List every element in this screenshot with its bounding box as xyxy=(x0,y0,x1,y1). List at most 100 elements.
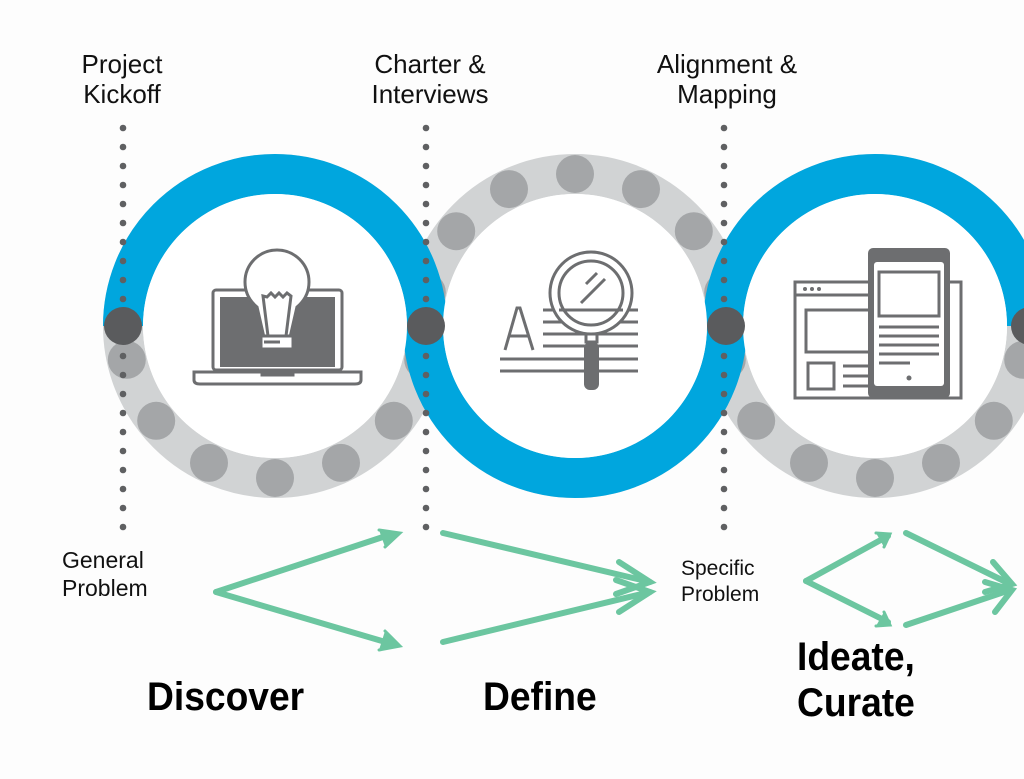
milestone-dot xyxy=(720,276,728,284)
node-3 xyxy=(707,307,745,345)
milestone-dot xyxy=(119,162,127,170)
arrow-curate-upper-head xyxy=(982,559,1018,595)
arrow-curate-lower-head xyxy=(982,579,1018,615)
ring-bead xyxy=(374,401,413,440)
arrow-define-upper-head xyxy=(613,559,657,597)
diverge-converge-arrows xyxy=(213,528,1018,652)
milestone-dot xyxy=(119,181,127,189)
milestone-dot xyxy=(119,409,127,417)
milestone-dot xyxy=(422,257,430,265)
milestone-dot xyxy=(720,238,728,246)
ring-bead xyxy=(322,443,360,482)
milestone-dot xyxy=(119,390,127,398)
responsive-devices-icon xyxy=(793,248,963,400)
milestone-dot xyxy=(422,409,430,417)
milestone-dot xyxy=(720,295,728,303)
milestone-dot xyxy=(720,371,728,379)
arrow-curate-lower xyxy=(903,587,1013,628)
arrow-ideate-lower xyxy=(803,578,891,625)
milestone-dot xyxy=(119,371,127,379)
milestone-label-kickoff: Project Kickoff xyxy=(81,49,163,109)
arrow-define-upper xyxy=(440,530,653,585)
ring-bead xyxy=(107,340,146,379)
milestone-dot xyxy=(422,523,430,531)
milestone-dot xyxy=(119,238,127,246)
milestone-dot xyxy=(720,143,728,151)
milestone-dot xyxy=(720,181,728,189)
milestone-dot xyxy=(422,219,430,227)
milestone-dot xyxy=(119,523,127,531)
milestone-dot xyxy=(422,447,430,455)
milestone-dot xyxy=(119,124,127,132)
ring-bead xyxy=(737,401,776,440)
milestone-dot xyxy=(422,162,430,170)
milestone-dot xyxy=(422,504,430,512)
milestone-dot xyxy=(119,257,127,265)
arrow-discover-upper xyxy=(213,531,395,595)
phase-define: Define xyxy=(483,675,597,719)
milestone-dot xyxy=(119,447,127,455)
ring-bead xyxy=(674,212,713,251)
milestone-dot xyxy=(422,143,430,151)
milestone-dot xyxy=(422,124,430,132)
arrow-curate-upper xyxy=(903,530,1013,587)
phase-discover: Discover xyxy=(147,675,305,719)
ring-bead xyxy=(1004,340,1024,379)
specific-problem-label: Specific Problem xyxy=(681,557,760,606)
milestone-label-charter: Charter & Interviews xyxy=(371,49,489,109)
milestone-dot xyxy=(720,466,728,474)
milestone-dot xyxy=(422,352,430,360)
milestone-dot xyxy=(119,504,127,512)
milestone-dot xyxy=(422,485,430,493)
ring-bead xyxy=(437,212,476,251)
ring-bead xyxy=(137,401,176,440)
arrow-discover-upper-head xyxy=(377,528,404,549)
milestone-dot xyxy=(720,390,728,398)
milestone-dot xyxy=(720,257,728,265)
milestone-dot xyxy=(720,485,728,493)
milestone-dot xyxy=(119,485,127,493)
milestone-dot xyxy=(422,181,430,189)
milestone-dot xyxy=(119,428,127,436)
ring-2-blue-bottom xyxy=(403,326,747,498)
milestone-dot xyxy=(119,276,127,284)
milestone-dot xyxy=(720,219,728,227)
milestone-dot xyxy=(720,504,728,512)
milestone-dot xyxy=(422,466,430,474)
milestone-dot xyxy=(720,409,728,417)
milestone-dot xyxy=(422,276,430,284)
milestone-dot xyxy=(119,352,127,360)
milestone-dot xyxy=(720,200,728,208)
node-2 xyxy=(407,307,445,345)
milestone-dot xyxy=(720,428,728,436)
milestone-dot xyxy=(119,295,127,303)
laptop-lightbulb-icon xyxy=(192,248,363,386)
ring-bead xyxy=(556,155,594,193)
ring-1-blue-top xyxy=(103,154,447,326)
arrow-ideate-upper xyxy=(803,533,891,584)
ring-bead xyxy=(490,170,528,209)
node-4 xyxy=(1011,307,1024,345)
milestone-dot xyxy=(422,295,430,303)
ring-bead xyxy=(974,401,1013,440)
milestone-dot xyxy=(119,143,127,151)
arrow-define-lower-head xyxy=(613,577,657,615)
ring-bead xyxy=(922,443,960,482)
milestone-dot xyxy=(720,162,728,170)
node-1 xyxy=(104,307,142,345)
milestone-dot xyxy=(720,352,728,360)
ring-bead xyxy=(622,170,660,209)
arrow-discover-lower xyxy=(213,589,395,647)
milestone-dot xyxy=(720,447,728,455)
milestone-dot xyxy=(119,466,127,474)
ring-3-blue-top xyxy=(703,154,1024,326)
arrow-ideate-upper-head xyxy=(874,531,893,549)
ring-bead xyxy=(190,443,228,482)
milestone-dot xyxy=(119,219,127,227)
milestone-label-alignment: Alignment & Mapping xyxy=(656,49,798,109)
milestone-dotted-lines xyxy=(119,124,728,531)
phase-ideate-curate: Ideate, Curate xyxy=(797,635,915,725)
arrow-discover-lower-head xyxy=(377,629,404,652)
